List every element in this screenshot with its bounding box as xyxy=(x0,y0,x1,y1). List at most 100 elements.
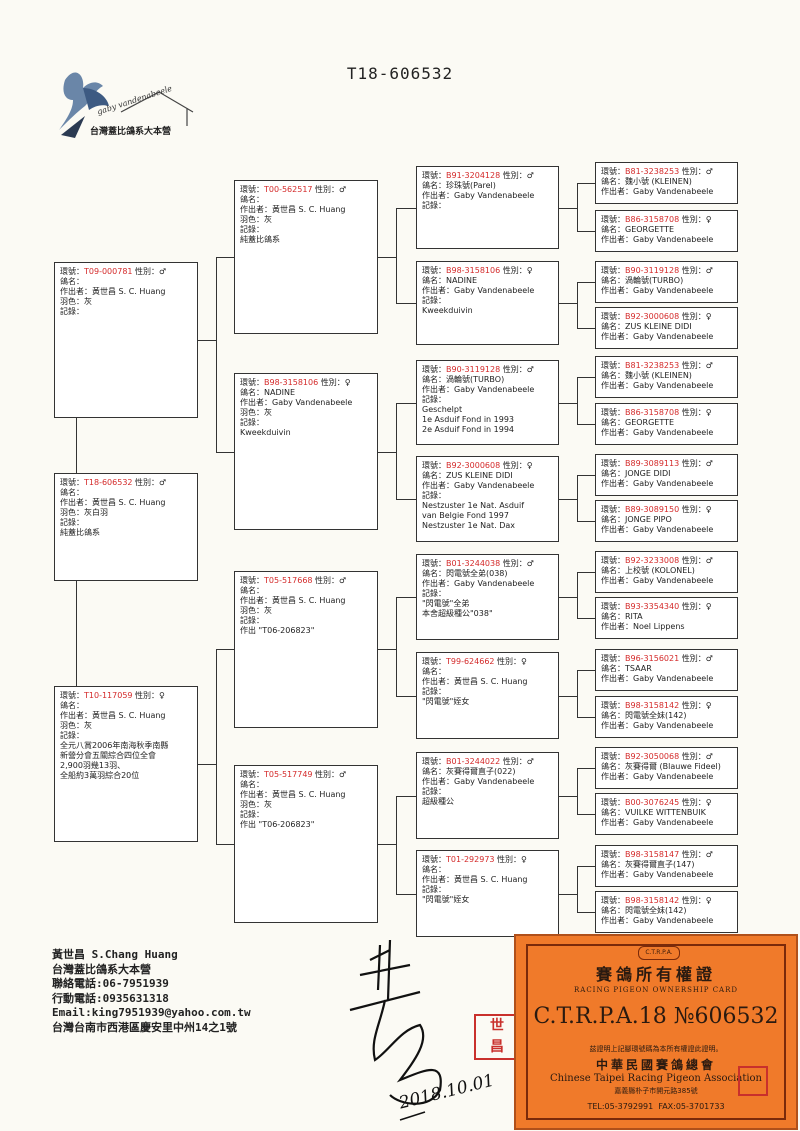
record-line: 記錄： xyxy=(422,296,553,306)
name-line: 鴿名： xyxy=(422,667,553,677)
assoc-contact: TEL:05-3792991 FAX:05-3701733 xyxy=(528,1102,784,1111)
breeder-label: 作出者： xyxy=(422,286,454,295)
sex-label: 性別： xyxy=(312,185,340,194)
breeder-label: 作出者： xyxy=(601,772,633,781)
sex-label: 性別： xyxy=(318,378,345,387)
connector-line xyxy=(559,303,577,304)
sex-label: 性別： xyxy=(679,752,706,761)
pedigree-card: 環號：T01-292973 性別：♀鴿名：作出者：黃世昌 S. C. Huang… xyxy=(416,850,559,937)
name-line: 鴿名：渦輪號(TURBO) xyxy=(422,375,553,385)
sex-label: 性別： xyxy=(679,312,706,321)
color-label: 羽色： xyxy=(240,800,264,809)
ring-label: 環號： xyxy=(422,266,446,275)
ring-number: B91-3204128 xyxy=(446,171,501,180)
breeder-name: 黃世昌 S.Chang Huang xyxy=(52,948,178,961)
record-line: 記錄： xyxy=(240,616,372,626)
record-label: 記錄： xyxy=(240,616,264,625)
connector-line xyxy=(577,183,595,184)
name-line: 鴿名： xyxy=(60,488,192,498)
sex-label: 性別： xyxy=(679,505,706,514)
breeder-label: 作出者： xyxy=(240,398,272,407)
name-value: GEORGETTE xyxy=(625,418,675,427)
name-label: 鴿名： xyxy=(60,488,84,497)
name-value: 灰賽得爾直子(022) xyxy=(446,767,516,776)
connector-line xyxy=(396,303,416,304)
breeder-value: Gaby Vandenabeele xyxy=(454,481,535,490)
name-line: 鴿名：渦輪號(TURBO) xyxy=(601,276,732,286)
pedigree-card: 環號：T09-000781 性別：♂鴿名：作出者：黃世昌 S. C. Huang… xyxy=(54,262,198,418)
record-line: 記錄： xyxy=(240,810,372,820)
pedigree-card: 環號：B81-3238253 性別：♂鴿名：魏小號 (KLEINEN)作出者：G… xyxy=(595,162,738,204)
color-label: 羽色： xyxy=(60,721,84,730)
name-label: 鴿名： xyxy=(601,711,625,720)
ring-label: 環號： xyxy=(422,171,446,180)
ring-number: B98-3158106 xyxy=(264,378,319,387)
name-value: TSAAR xyxy=(625,664,652,673)
color-label: 羽色： xyxy=(60,297,84,306)
breeder-line: 作出者：黃世昌 S. C. Huang xyxy=(422,875,553,885)
breeder-label: 作出者： xyxy=(601,286,633,295)
ring-label: 環號： xyxy=(422,559,446,568)
name-line: 鴿名：珍珠號(Parel) xyxy=(422,181,553,191)
email: Email:king7951939@yahoo.com.tw xyxy=(52,1006,251,1020)
record-text: Nestzuster 1e Nat. Asduif van Belgie Fon… xyxy=(422,501,525,530)
ring-line: 環號：B98-3158142 性別：♀ xyxy=(601,701,732,711)
record-label: 記錄： xyxy=(422,787,446,796)
breeder-line: 作出者：Gaby Vandenabeele xyxy=(601,479,732,489)
sex-value: ♀ xyxy=(526,266,533,275)
breeder-label: 作出者： xyxy=(422,191,454,200)
record-label: 記錄： xyxy=(422,491,446,500)
color-label: 羽色： xyxy=(240,408,264,417)
breeder-line: 作出者：黃世昌 S. C. Huang xyxy=(60,498,192,508)
name-line: 鴿名：閃電號全妹(142) xyxy=(601,906,732,916)
record-line: 記錄： xyxy=(422,687,553,697)
connector-line xyxy=(396,795,397,894)
sex-label: 性別： xyxy=(679,459,706,468)
connector-line xyxy=(559,893,577,895)
record-label: 記錄： xyxy=(60,518,84,527)
record-text: 作出 "T06-206823" xyxy=(240,626,315,635)
breeder-label: 作出者： xyxy=(240,596,272,605)
breeder-label: 作出者： xyxy=(60,287,92,296)
sex-value: ♂ xyxy=(705,266,713,275)
ring-line: 環號：B92-3233008 性別：♂ xyxy=(601,556,732,566)
name-label: 鴿名： xyxy=(240,586,264,595)
card-number-value: 606532 xyxy=(694,1004,779,1029)
name-value: ZUS KLEINE DIDI xyxy=(625,322,692,331)
name-line: 鴿名： xyxy=(60,277,192,287)
breeder-line: 作出者：Gaby Vandenabeele xyxy=(601,916,732,926)
pedigree-card: 環號：B81-3238253 性別：♂鴿名：魏小號 (KLEINEN)作出者：G… xyxy=(595,356,738,398)
record-text: 作出 "T06-206823" xyxy=(240,820,315,829)
breeder-value: Gaby Vandenabeele xyxy=(633,332,714,341)
sex-label: 性別： xyxy=(500,757,527,766)
ring-line: 環號：B89-3089113 性別：♂ xyxy=(601,459,732,469)
connector-line xyxy=(396,893,416,895)
pedigree-card: 環號：B92-3233008 性別：♂鴿名：上校號 (KOLONEL)作出者：G… xyxy=(595,551,738,593)
ring-label: 環號： xyxy=(240,770,264,779)
connector-line xyxy=(76,418,77,473)
breeder-value: Gaby Vandenabeele xyxy=(633,286,714,295)
color-line: 羽色：灰 xyxy=(240,215,372,225)
sex-label: 性別： xyxy=(132,691,160,700)
ring-label: 環號： xyxy=(601,505,625,514)
record-text: Kweekduivin xyxy=(240,428,291,437)
sex-value: ♂ xyxy=(159,478,167,487)
ring-number: B01-3244022 xyxy=(446,757,501,766)
ring-line: 環號：B00-3076245 性別：♀ xyxy=(601,798,732,808)
ring-label: 環號： xyxy=(601,408,625,417)
breeder-label: 作出者： xyxy=(422,385,454,394)
name-label: 鴿名： xyxy=(422,181,446,190)
ring-label: 環號： xyxy=(422,757,446,766)
name-value: 灰賽得爾直子(147) xyxy=(625,860,695,869)
connector-line xyxy=(577,231,595,232)
sex-label: 性別： xyxy=(500,559,527,568)
name-line: 鴿名：上校號 (KOLONEL) xyxy=(601,566,732,576)
sex-label: 性別： xyxy=(679,556,706,565)
sex-value: ♀ xyxy=(705,798,712,807)
record-label: 記錄： xyxy=(240,225,264,234)
connector-line xyxy=(396,597,397,696)
name-line: 鴿名： xyxy=(240,780,372,790)
breeder-line: 作出者：黃世昌 S. C. Huang xyxy=(60,711,192,721)
name-value: 魏小號 (KLEINEN) xyxy=(625,177,692,186)
